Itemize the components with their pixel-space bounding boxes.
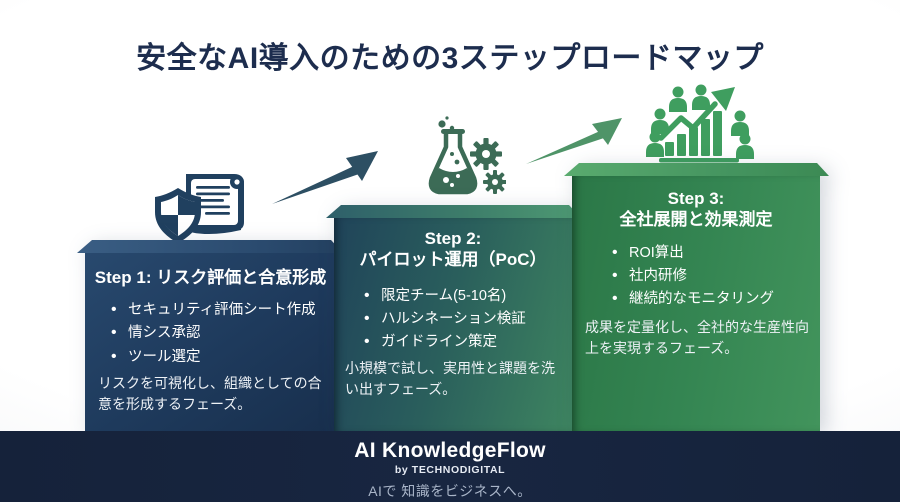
bullet-item: 社内研修	[612, 268, 814, 285]
arrow-up-right-icon	[272, 151, 378, 204]
footer-bar: AI KnowledgeFlow by TECHNODIGITAL AIで 知識…	[0, 431, 900, 502]
step-2-heading-line2: パイロット運用（PoC）	[359, 250, 547, 270]
step-3-bullet-list: ROI算出 社内研修 継続的なモニタリング	[612, 244, 814, 308]
step-3-heading-line2: 全社展開と効果測定	[619, 210, 773, 230]
step-1-bullet-list: セキュリティ評価シート作成 情シス承認 ツール選定	[111, 302, 328, 366]
step-2-heading-line1: Step 2:	[424, 229, 482, 248]
step-3-card: Step 3: 全社展開と効果測定 ROI算出 社内研修 継続的なモニタリング …	[572, 176, 820, 431]
bullet-item: ツール選定	[111, 349, 328, 366]
shield-document-icon	[155, 174, 244, 243]
gear-icon	[483, 170, 506, 194]
bullet-item: ガイドライン策定	[364, 334, 566, 351]
bullet-item: ハルシネーション検証	[364, 311, 566, 328]
step-1-card: Step 1: リスク評価と合意形成 セキュリティ評価シート作成 情シス承認 ツ…	[85, 253, 334, 431]
flask-gears-icon	[428, 116, 506, 195]
bullet-item: 継続的なモニタリング	[612, 291, 814, 308]
step-3-heading: Step 3: 全社展開と効果測定	[576, 188, 816, 231]
step-2-bullet-list: 限定チーム(5-10名) ハルシネーション検証 ガイドライン策定	[364, 287, 566, 351]
step-1-summary: リスクを可視化し、組織としての合意を形成するフェーズ。	[98, 374, 322, 412]
arrow-up-right-icon	[526, 118, 622, 164]
step-2-card-top-face	[326, 205, 581, 218]
step-1-card-top-face	[77, 240, 343, 253]
step-3-card-face: Step 3: 全社展開と効果測定 ROI算出 社内研修 継続的なモニタリング …	[572, 176, 820, 431]
bullet-item: 情シス承認	[111, 325, 328, 342]
step-2-card: Step 2: パイロット運用（PoC） 限定チーム(5-10名) ハルシネーシ…	[334, 218, 572, 431]
step-1-card-face: Step 1: リスク評価と合意形成 セキュリティ評価シート作成 情シス承認 ツ…	[85, 253, 334, 431]
step-3-heading-line1: Step 3:	[667, 189, 725, 208]
step-3-card-top-face	[564, 163, 829, 176]
team-growth-chart-icon	[646, 84, 754, 163]
step-2-summary: 小規模で試し、実用性と課題を洗い出すフェーズ。	[345, 360, 555, 398]
brand-name: AI KnowledgeFlow	[354, 439, 546, 462]
brand-byline: by TECHNODIGITAL	[394, 464, 506, 476]
bullet-item: ROI算出	[612, 244, 814, 261]
brand-tagline: AIで 知識をビジネスへ。	[368, 483, 532, 499]
page-title: 安全なAI導入のための3ステップロードマップ	[136, 42, 764, 75]
bullet-item: セキュリティ評価シート作成	[111, 302, 328, 319]
step-3-summary: 成果を定量化し、全社的な生産性向上を実現するフェーズ。	[585, 319, 809, 357]
gear-icon	[470, 138, 502, 170]
step-1-heading: Step 1: リスク評価と合意形成	[94, 268, 327, 287]
step-2-card-face: Step 2: パイロット運用（PoC） 限定チーム(5-10名) ハルシネーシ…	[334, 218, 572, 431]
bullet-item: 限定チーム(5-10名)	[364, 287, 566, 304]
step-2-heading: Step 2: パイロット運用（PoC）	[338, 228, 568, 271]
